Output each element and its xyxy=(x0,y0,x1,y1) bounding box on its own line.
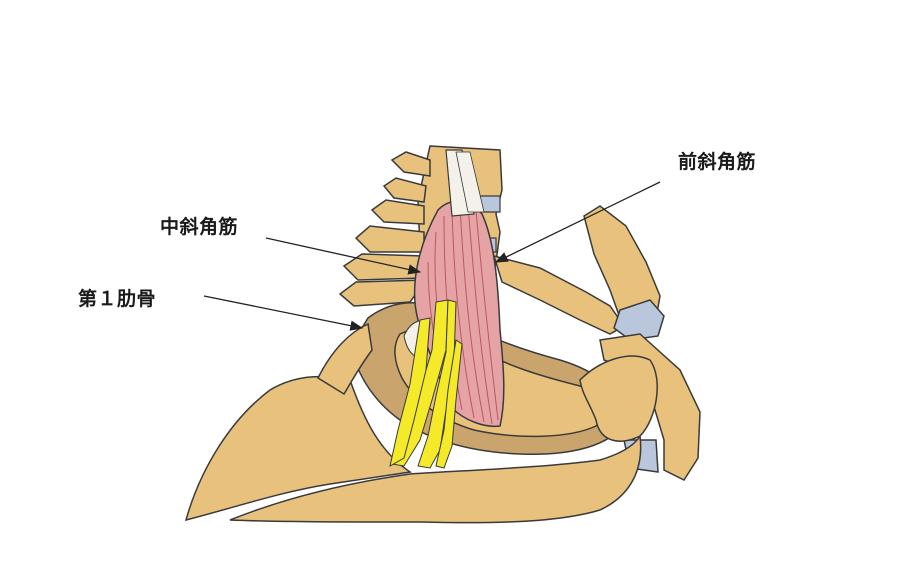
arrow-first-rib xyxy=(203,295,364,331)
clavicle-right xyxy=(492,205,701,481)
arrow-anterior-scalene xyxy=(494,181,661,263)
leader-arrows xyxy=(203,181,661,331)
label-anterior-scalene: 前斜角筋 xyxy=(678,151,757,173)
label-middle-scalene: 中斜角筋 xyxy=(160,216,239,238)
arrow-middle-scalene xyxy=(265,237,422,275)
lower-bones xyxy=(184,322,658,524)
brachial-plexus-nerves xyxy=(389,299,463,469)
label-first-rib: 第１肋骨 xyxy=(78,288,157,310)
